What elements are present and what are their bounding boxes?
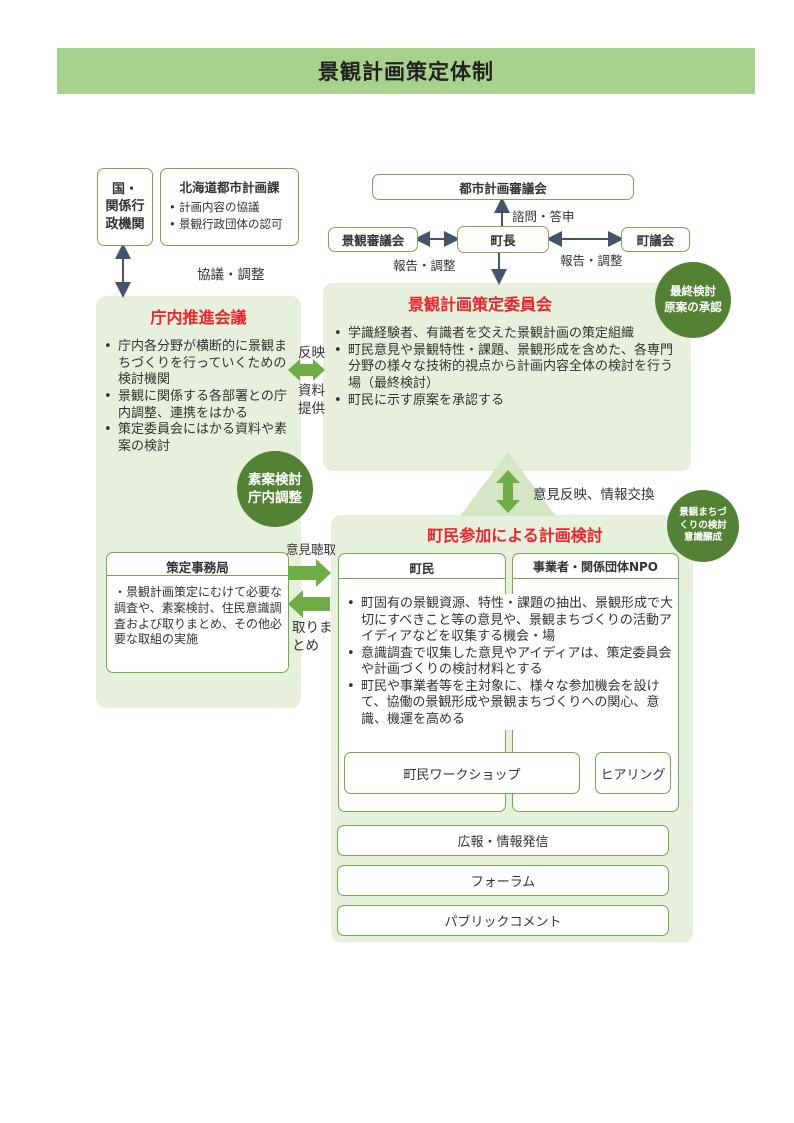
committee-title: 景観計画策定委員会 [407,295,552,314]
hanei-label: 反映 [298,345,325,361]
kyogi-label: 協議・調整 [197,267,265,283]
torimatome-arrow [288,590,330,618]
committee-badge: 最終検討 原案の承認 [655,262,731,338]
hearing-box: ヒアリング [595,752,671,794]
shiryo-label: 資料 提供 [298,383,325,417]
internal-item: 策定委員会にはかる資料や素案の検討 [102,422,298,455]
committee-item: 学識経験者、有識者を交えた景観計画の策定組織 [332,326,680,343]
toshi-keikaku-shingikai-box: 都市計画審議会 [372,174,634,200]
secretariat-title: 策定事務局 [107,553,288,576]
hokoku-label-right: 報告・調整 [560,253,623,268]
internal-item: 景観に関係する各部署との庁内調整、連携をはかる [102,389,298,422]
committee-item: 町民意見や景観特性・課題、景観形成を含めた、各専門分野の様々な技術的視点から計画… [332,343,680,393]
koho-box: 広報・情報発信 [337,825,669,856]
town-assembly-box: 町議会 [621,227,690,252]
hokkaido-title: 北海道都市計画課 [179,180,280,195]
secretariat-text: ・景観計画策定にむけて必要な調査や、素案検討、住民意識調査および取りまとめ、その… [114,585,283,647]
torimatome-label: 取りま とめ [292,620,333,654]
committee-notes: 学識経験者、有識者を交えた景観計画の策定組織 町民意見や景観特性・課題、景観形成… [332,326,680,409]
committee-item: 町民に示す原案を承認する [332,393,680,410]
forum-box: フォーラム [337,865,669,896]
iken-arrow [289,559,331,587]
page-title: 景観計画策定体制 [57,48,755,94]
internal-council-badge: 素案検討 庁内調整 [237,451,313,527]
keikan-shingikai-box: 景観審議会 [328,227,418,252]
workshop-box: 町民ワークショップ [344,752,580,794]
hokkaido-box: 北海道都市計画課 計画内容の協議 景観行政団体の認可 [160,168,299,246]
secretariat-box: 策定事務局 ・景観計画策定にむけて必要な調査や、素案検討、住民意識調査および取り… [106,552,289,673]
internal-council-notes: 庁内各分野が横断的に景観まちづくりを行っていくための検討機関 景観に関係する各部… [102,339,298,455]
internal-item: 庁内各分野が横断的に景観まちづくりを行っていくための検討機関 [102,339,298,389]
jigyosha-tab: 事業者・関係団体NPO [513,554,678,579]
participation-badge: 景観まちづ くりの検討 意識醸成 [667,490,739,562]
hokoku-label-left: 報告・調整 [393,258,456,273]
public-comment-box: パブリックコメント [337,905,669,936]
participation-title: 町民参加による計画検討 [427,526,603,545]
exchange-label: 意見反映、情報交換 [533,487,655,503]
iken-label: 意見聴取 [286,542,337,557]
kuni-box: 国・ 関係行 政機関 [97,168,153,246]
mayor-box: 町長 [457,226,549,253]
internal-council-title: 庁内推進会議 [150,308,247,327]
exchange-arrow [496,470,520,513]
participation-item: 町民や事業者等を主対象に、様々な参加機会を設けて、協働の景観形成や景観まちづくり… [345,679,673,729]
hokkaido-item: 景観行政団体の認可 [167,216,292,233]
hokkaido-item: 計画内容の協議 [167,199,292,216]
shimon-label: 諮問・答申 [512,209,575,224]
chomin-tab: 町民 [339,554,505,579]
participation-item: 意識調査で収集した意見やアイディアは、策定委員会や計画づくりの検討材料とする [345,646,673,679]
participation-notes: 町固有の景観資源、特性・課題の抽出、景観形成で大切にすべきこと等の意見や、景観ま… [343,594,673,730]
participation-item: 町固有の景観資源、特性・課題の抽出、景観形成で大切にすべきこと等の意見や、景観ま… [345,596,673,646]
